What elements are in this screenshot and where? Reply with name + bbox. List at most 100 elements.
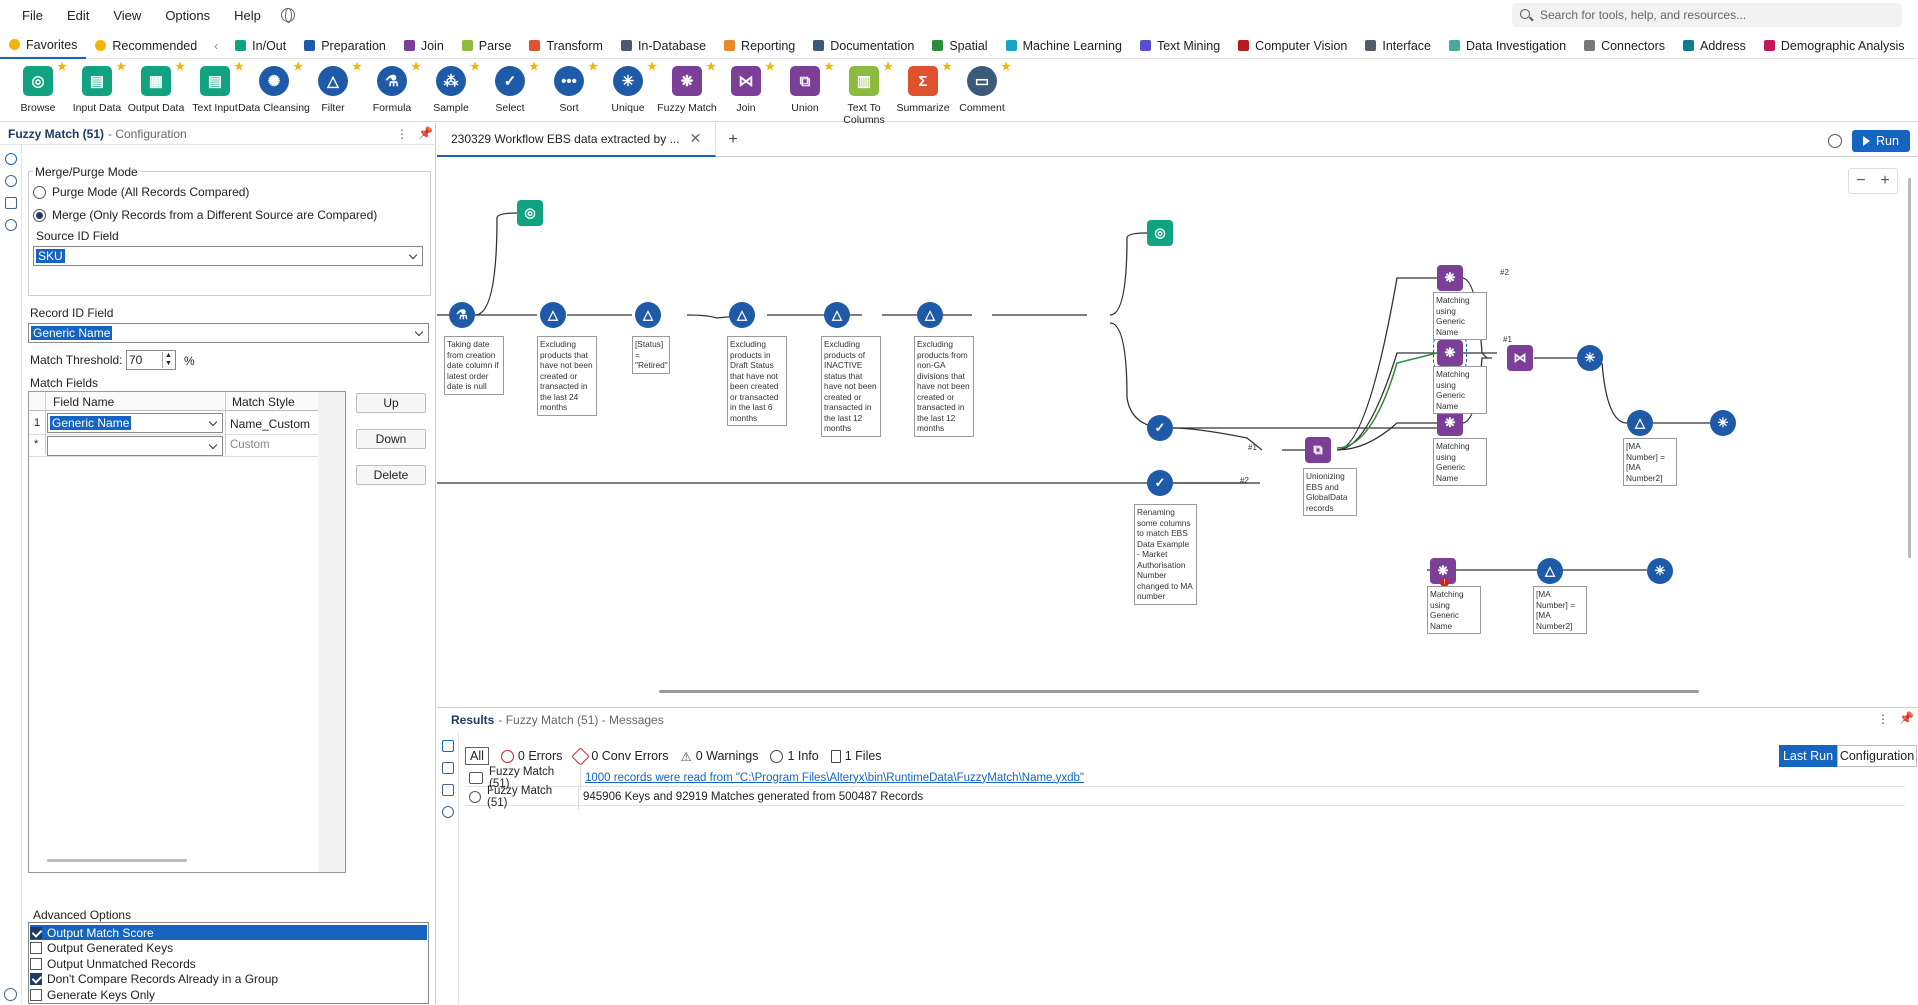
filter-node[interactable]: △ (917, 302, 943, 328)
category-tab-computer-vision[interactable]: Computer Vision (1229, 39, 1356, 53)
category-tab-parse[interactable]: Parse (453, 39, 521, 53)
category-tab-interface[interactable]: Interface (1356, 39, 1440, 53)
menu-view[interactable]: View (113, 7, 142, 23)
tool-text-input[interactable]: ▤★Text Input (192, 61, 244, 114)
favorite-star-icon[interactable]: ★ (293, 61, 303, 73)
up-button[interactable]: Up (356, 393, 426, 413)
list-icon[interactable] (442, 740, 454, 752)
category-tab-data-investigation[interactable]: Data Investigation (1440, 39, 1575, 53)
favorite-star-icon[interactable]: ★ (588, 61, 598, 73)
last-run-button[interactable]: Last Run (1779, 745, 1837, 767)
metadata-icon[interactable] (442, 784, 454, 796)
pin-icon[interactable]: 📌 (418, 126, 433, 140)
favorite-star-icon[interactable]: ★ (116, 61, 126, 73)
close-icon[interactable]: ✕ (689, 130, 702, 146)
tool-formula[interactable]: ⚗★Formula (372, 61, 421, 114)
horizontal-scrollbar[interactable] (47, 859, 187, 862)
more-options-icon[interactable]: ⋮ (1877, 712, 1889, 726)
help-icon[interactable] (442, 806, 454, 818)
favorite-star-icon[interactable]: ★ (352, 61, 362, 73)
match-style-value[interactable]: Custom (230, 439, 270, 451)
tool-data-cleansing[interactable]: ✺★Data Cleansing (238, 61, 310, 114)
filter-node[interactable]: △ (729, 302, 755, 328)
category-tab-demographic-analysis[interactable]: Demographic Analysis (1755, 39, 1914, 53)
unique-node[interactable]: ✳ (1710, 410, 1736, 436)
new-tab-button[interactable]: + (728, 130, 738, 148)
filter-info[interactable]: 1 Info (770, 749, 819, 763)
fuzzy-match-node-selected[interactable]: ❋ (1433, 336, 1467, 370)
delete-button[interactable]: Delete (356, 465, 426, 485)
unique-node[interactable]: ✳ (1577, 345, 1603, 371)
canvas-vertical-scrollbar[interactable] (1908, 178, 1911, 558)
tool-sample[interactable]: ⁂★Sample (433, 61, 480, 114)
advanced-option[interactable]: Output Match Score (30, 925, 427, 940)
favorite-star-icon[interactable]: ★ (824, 61, 834, 73)
table-icon[interactable] (442, 762, 454, 774)
match-style-value[interactable]: Name_Custom (230, 417, 311, 431)
annotation-note[interactable]: Unionizing EBS and GlobalData records (1303, 468, 1357, 516)
browse-node[interactable]: ◎ (1147, 220, 1173, 246)
select-node[interactable]: ✓ (1147, 415, 1173, 441)
tool-union[interactable]: ⧉★Union (790, 61, 834, 114)
tool-filter[interactable]: △★Filter (297, 61, 369, 114)
category-tab-spatial[interactable]: Spatial (923, 39, 996, 53)
favorite-star-icon[interactable]: ★ (175, 61, 185, 73)
tool-join[interactable]: ⋈★Join (710, 61, 782, 114)
match-threshold-stepper[interactable]: 70 ▲▼ (126, 350, 176, 370)
search-input[interactable]: Search for tools, help, and resources... (1512, 3, 1902, 27)
category-tab-address[interactable]: Address (1674, 39, 1755, 53)
filter-node[interactable]: △ (1537, 558, 1563, 584)
category-tab-text-mining[interactable]: Text Mining (1131, 39, 1229, 53)
tool-output-data[interactable]: ▦★Output Data (127, 61, 185, 114)
checkbox[interactable] (30, 957, 42, 970)
tool-select[interactable]: ✓★Select (495, 61, 539, 114)
favorite-star-icon[interactable]: ★ (1001, 61, 1011, 73)
category-tab-connectors[interactable]: Connectors (1575, 39, 1674, 53)
zoom-out-button[interactable]: − (1856, 172, 1866, 189)
merge-radio-button[interactable] (33, 208, 46, 222)
advanced-option[interactable]: Output Unmatched Records (30, 956, 427, 971)
favorite-star-icon[interactable]: ★ (765, 61, 775, 73)
fuzzy-match-node[interactable]: ❋ (1437, 265, 1463, 291)
filter-all[interactable]: All (465, 747, 489, 765)
annotation-note[interactable]: [MA Number] = [MA Number2] (1623, 438, 1677, 486)
filter-node[interactable]: △ (635, 302, 661, 328)
favorite-star-icon[interactable]: ★ (942, 61, 952, 73)
favorite-star-icon[interactable]: ★ (234, 61, 244, 73)
annotation-note[interactable]: Matching using Generic Name (1433, 292, 1487, 340)
category-tab-preparation[interactable]: Preparation (295, 39, 395, 53)
purge-radio-button[interactable] (33, 185, 46, 199)
category-tab-ca[interactable]: Ca (1914, 39, 1918, 53)
workflow-tab[interactable]: 230329 Workflow EBS data extracted by ..… (437, 122, 717, 157)
category-tab-documentation[interactable]: Documentation (804, 39, 923, 53)
tool-browse[interactable]: ◎★Browse (20, 61, 67, 114)
filter-node[interactable]: △ (540, 302, 566, 328)
favorite-star-icon[interactable]: ★ (57, 61, 67, 73)
configuration-button[interactable]: Configuration (1837, 745, 1917, 767)
favorite-star-icon[interactable]: ★ (706, 61, 716, 73)
checkbox[interactable] (30, 988, 42, 1001)
browse-node[interactable]: ◎ (517, 200, 543, 226)
tool-sort[interactable]: •••★Sort (533, 61, 605, 114)
filter-node[interactable]: △ (824, 302, 850, 328)
history-icon[interactable] (1828, 134, 1842, 148)
fuzzy-match-node[interactable]: ❋ (1437, 410, 1463, 436)
help-icon[interactable] (5, 219, 17, 231)
select-node[interactable]: ✓ (1147, 470, 1173, 496)
favorite-star-icon[interactable]: ★ (411, 61, 421, 73)
union-node[interactable]: ⧉ (1305, 437, 1331, 463)
annotation-note[interactable]: Matching using Generic Name (1427, 586, 1481, 634)
category-tab-transform[interactable]: Transform (520, 39, 612, 53)
collapse-icon[interactable] (4, 988, 17, 1001)
gear-icon[interactable] (5, 153, 17, 165)
menu-file[interactable]: File (22, 7, 43, 23)
tag-icon[interactable] (5, 197, 17, 209)
category-tab-join[interactable]: Join (395, 39, 453, 53)
settings-alt-icon[interactable] (5, 175, 17, 187)
menu-help[interactable]: Help (234, 7, 261, 23)
globe-icon[interactable] (280, 8, 295, 23)
field-name-select[interactable] (47, 436, 223, 456)
message-row[interactable]: Fuzzy Match (51) 945906 Keys and 92919 M… (465, 784, 1905, 809)
filter-node[interactable]: △ (1627, 410, 1653, 436)
favorite-star-icon[interactable]: ★ (647, 61, 657, 73)
